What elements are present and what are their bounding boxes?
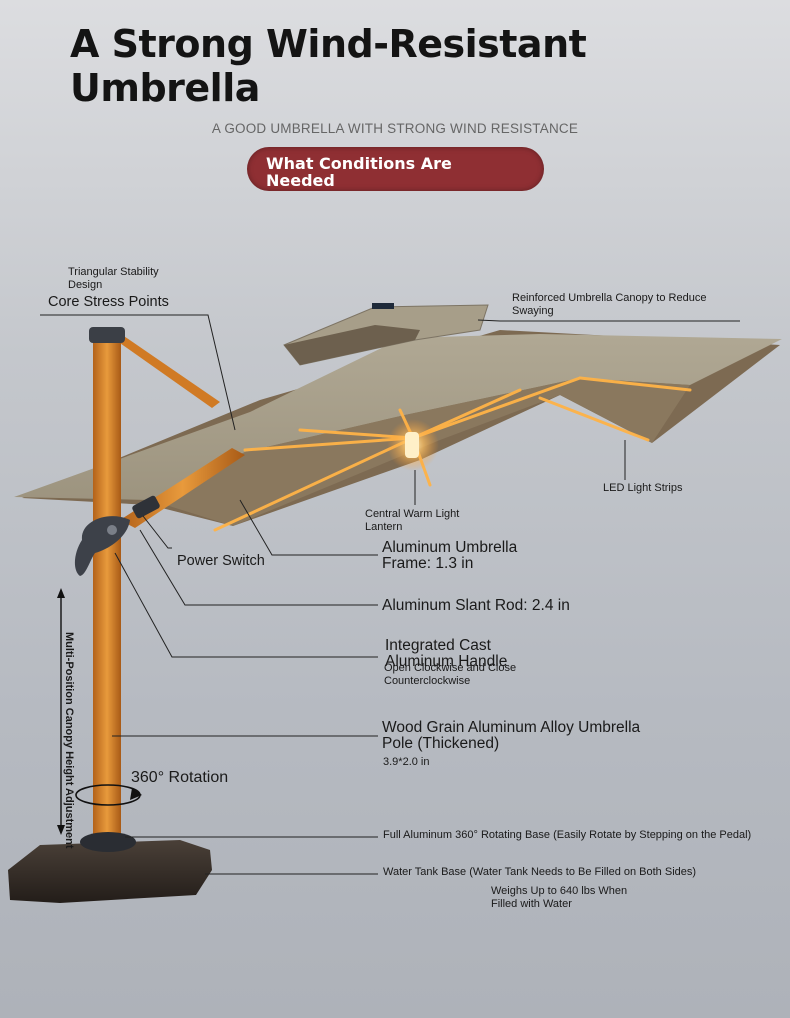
callout-pole: Wood Grain Aluminum Alloy Umbrella Pole … xyxy=(382,719,641,752)
page-title: A Strong Wind-Resistant Umbrella xyxy=(70,22,630,110)
canopy-skirt xyxy=(150,378,690,526)
callout-triangular-stability: Triangular Stability Design xyxy=(68,266,159,291)
leader-lines xyxy=(40,314,740,875)
rotation-arrowhead xyxy=(130,788,142,800)
solar-panel xyxy=(372,303,394,309)
callout-led-light-strips: LED Light Strips xyxy=(603,482,683,494)
callout-reinforced-canopy: Reinforced Umbrella Canopy to Reduce Swa… xyxy=(512,292,707,317)
title-line-2: Umbrella xyxy=(70,66,260,110)
callout-height-adjust: Multi-Position Canopy Height Adjustment xyxy=(63,632,75,849)
callout-handle-note: Open Clockwise and Close Counterclockwis… xyxy=(384,662,517,687)
water-tank-base xyxy=(8,840,212,903)
power-switch-box xyxy=(132,495,160,519)
callout-rotating-base: Full Aluminum 360° Rotating Base (Easily… xyxy=(383,829,752,841)
pole-top-cap xyxy=(89,327,125,343)
support-strut xyxy=(110,332,220,408)
callout-rotation: 360° Rotation xyxy=(131,769,229,786)
conditions-badge-text: What Conditions Are Needed xyxy=(266,154,452,190)
callout-power-switch: Power Switch xyxy=(177,553,265,569)
callout-core-stress-points: Core Stress Points xyxy=(48,294,169,310)
height-arrow-bottom xyxy=(57,825,65,835)
callout-central-lantern: Central Warm Light Lantern xyxy=(365,508,460,533)
handle-knob xyxy=(107,525,117,535)
callout-cast-handle: Integrated Cast Aluminum Handle xyxy=(385,637,508,670)
page-subtitle: A GOOD UMBRELLA WITH STRONG WIND RESISTA… xyxy=(211,121,579,136)
title-line-1: A Strong Wind-Resistant xyxy=(70,22,587,66)
height-arrow-top xyxy=(57,588,65,598)
lantern xyxy=(405,432,419,458)
conditions-badge: What Conditions Are Needed xyxy=(247,147,544,191)
callout-weight-note: Weighs Up to 640 lbs When Filled with Wa… xyxy=(491,885,628,910)
canopy xyxy=(14,334,782,500)
vent-canopy-side xyxy=(284,325,420,365)
callout-aluminum-frame: Aluminum Umbrella Frame: 1.3 in xyxy=(382,539,518,572)
pole xyxy=(93,338,121,838)
callout-aluminum-slant-rod: Aluminum Slant Rod: 2.4 in xyxy=(382,597,570,614)
callout-water-tank-base: Water Tank Base (Water Tank Needs to Be … xyxy=(383,866,697,878)
callout-pole-size: 3.9*2.0 in xyxy=(383,756,430,768)
rotating-base xyxy=(80,832,136,852)
